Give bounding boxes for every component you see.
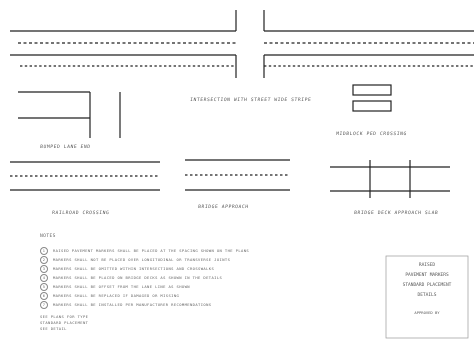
lower-left-roads (10, 161, 160, 191)
bridge-approach (185, 159, 290, 191)
title-line-3: STANDARD PLACEMENT (402, 283, 452, 288)
title-line-4: DETAILS (417, 293, 437, 298)
label-bridge-deck: BRIDGE DECK APPROACH SLAB (353, 211, 439, 216)
approved-by: APPROVED BY (414, 310, 440, 315)
label-intersection: INTERSECTION WITH STREET WIDE STRIPE (189, 98, 312, 103)
label-crosswalk: MIDBLOCK PED CROSSING (335, 132, 408, 137)
notes-footer-line: SEE DETAIL (40, 326, 67, 331)
label-railroad: RAILROAD CROSSING (51, 211, 110, 216)
top-road-block (10, 10, 474, 78)
left-mid-road (18, 91, 121, 138)
notes-footer-line: STANDARD PLACEMENT (40, 320, 89, 325)
label-bridge-approach: BRIDGE APPROACH (197, 205, 249, 210)
title-block-frame (385, 255, 469, 339)
crosswalk-block (352, 84, 392, 112)
title-line-2: PAVEMENT MARKERS (405, 273, 449, 278)
label-bumped-lane: BUMPED LANE END (39, 145, 91, 150)
title-line-1: RAISED (418, 263, 436, 268)
notes-footer-line: SEE PLANS FOR TYPE (40, 314, 89, 319)
bridge-deck-detail (330, 160, 450, 198)
notes-heading: NOTES (40, 234, 56, 239)
